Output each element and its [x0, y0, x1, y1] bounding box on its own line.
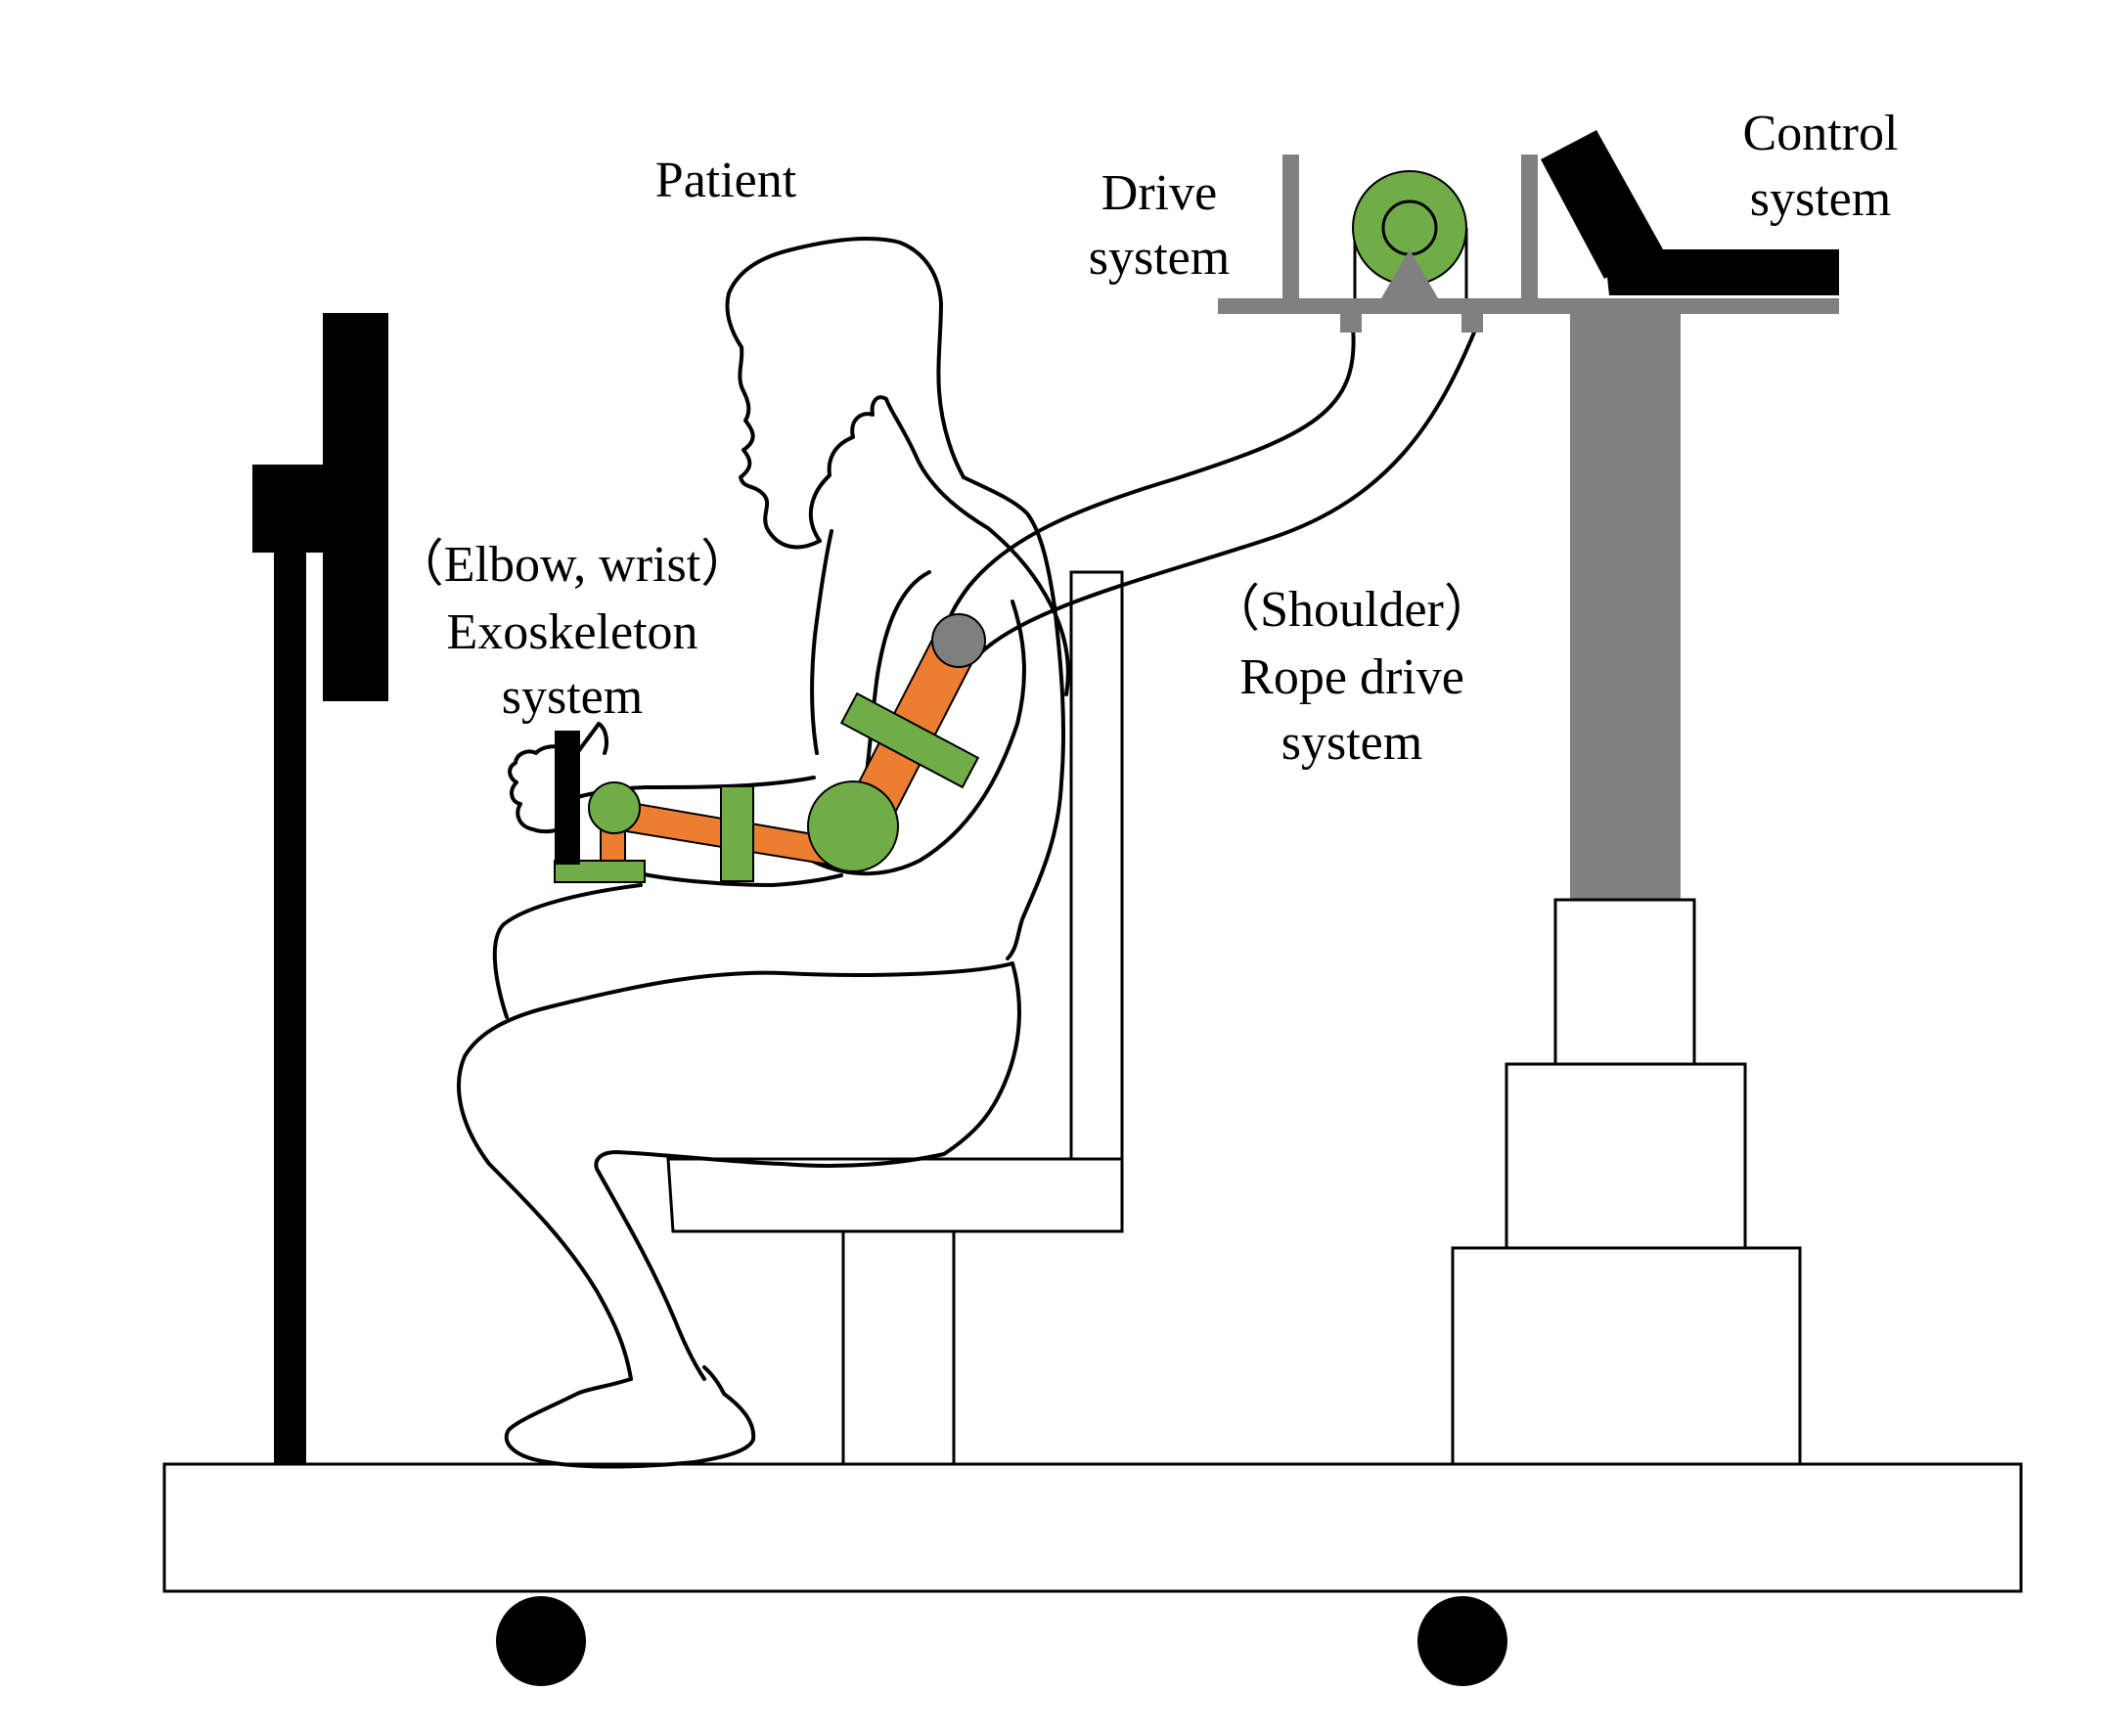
- rope-cable-lower: [976, 327, 1478, 657]
- monitor-mount: [252, 465, 333, 553]
- exo-elbow-joint: [807, 780, 899, 872]
- label-rope-line3: system: [1281, 715, 1422, 771]
- drive-cable-guide-right: [1461, 311, 1483, 333]
- label-exo-line2: Exoskeleton: [446, 604, 697, 660]
- laptop-icon: [1541, 130, 1839, 295]
- left-wheel: [496, 1596, 586, 1686]
- exo-shoulder-strap: [839, 691, 980, 789]
- label-rope-line2: Rope drive: [1239, 649, 1464, 705]
- column-base-tier-middle: [1505, 1062, 1747, 1250]
- chair-leg: [841, 1229, 956, 1466]
- patient-torso: [810, 475, 1066, 960]
- monitor-icon: [252, 313, 388, 1465]
- column-pole: [1570, 313, 1681, 900]
- exo-forearm-cuff: [720, 785, 754, 882]
- exo-shoulder-joint: [931, 613, 986, 668]
- column-base: [1451, 898, 1802, 1466]
- label-control-line2: system: [1750, 171, 1891, 227]
- patient-head: [808, 395, 1070, 696]
- base-platform: [162, 1462, 2023, 1593]
- chair-seat: [666, 1157, 1124, 1233]
- pulley-icon: [1352, 170, 1468, 298]
- column-base-tier-bottom: [1451, 1246, 1802, 1466]
- exo-base-plate: [554, 860, 646, 883]
- label-exo-line1: （Elbow, wrist）: [393, 537, 751, 593]
- rope-cables: [942, 327, 1478, 657]
- drive-cable-guide-left: [1340, 311, 1362, 333]
- drive-left-post: [1282, 155, 1299, 301]
- label-exo-line3: system: [502, 669, 643, 725]
- patient-shoe: [504, 1365, 756, 1469]
- exoskeleton: [554, 613, 986, 883]
- label-patient: Patient: [655, 153, 797, 208]
- drive-frame: [1218, 155, 1839, 900]
- laptop-screen: [1541, 130, 1663, 279]
- label-drive-line2: system: [1089, 230, 1230, 286]
- chair-backrest: [1069, 570, 1124, 1161]
- exo-wrist-joint: [588, 781, 641, 834]
- pulley-support: [1381, 249, 1438, 298]
- pulley-inner: [1381, 200, 1438, 256]
- chair: [666, 570, 1124, 1466]
- exo-hand-grip: [555, 731, 580, 865]
- patient-thigh: [457, 883, 1021, 1381]
- drive-right-post: [1521, 155, 1538, 301]
- patient-figure: [457, 237, 1070, 1469]
- patient-face: [725, 237, 966, 550]
- label-control-line1: Control: [1743, 106, 1899, 161]
- rope-cable-upper: [942, 327, 1356, 637]
- monitor-stand-pole: [274, 528, 306, 1465]
- drive-shelf: [1218, 298, 1839, 314]
- label-rope-line1: （Shoulder）: [1209, 582, 1495, 638]
- laptop-base: [1604, 249, 1839, 295]
- label-drive-line1: Drive: [1101, 165, 1217, 221]
- right-wheel: [1417, 1596, 1507, 1686]
- column-base-tier-top: [1553, 898, 1696, 1066]
- monitor-screen: [323, 313, 388, 701]
- patient-hand: [508, 722, 608, 834]
